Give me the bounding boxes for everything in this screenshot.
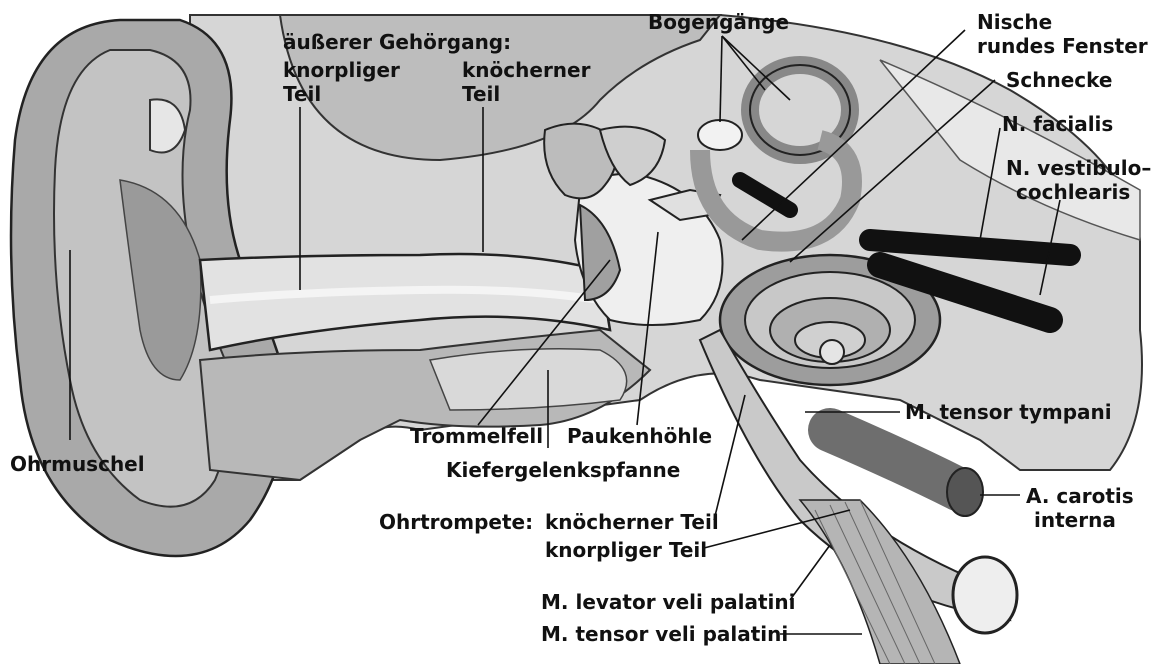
label-n-vestibulo: N. vestibulo– [1006, 156, 1151, 180]
label-schnecke: Schnecke [1006, 68, 1112, 92]
label-cochlearis: cochlearis [1016, 180, 1130, 204]
label-knorpliger-teil: Teil [283, 82, 321, 106]
label-n-facialis: N. facialis [1002, 112, 1113, 136]
label-m-tensor-veli-palatini: M. tensor veli palatini [541, 622, 788, 646]
label-trommelfell: Trommelfell [410, 424, 543, 448]
label-ohrmuschel: Ohrmuschel [10, 452, 145, 476]
label-a-carotis: A. carotis [1026, 484, 1134, 508]
label-bogengaenge: Bogengänge [648, 10, 789, 34]
label-m-levator-veli-palatini: M. levator veli palatini [541, 590, 796, 614]
label-aeusserer-gehoergang: äußerer Gehörgang: [283, 30, 511, 54]
label-ohrtrompete: Ohrtrompete: [379, 510, 533, 534]
label-kiefergelenkspfanne: Kiefergelenkspfanne [446, 458, 680, 482]
label-tube-knorpliger-teil: knorpliger Teil [545, 538, 707, 562]
label-nische: Nische [977, 10, 1052, 34]
label-m-tensor-tympani: M. tensor tympani [905, 400, 1112, 424]
label-knorpliger: knorpliger [283, 58, 400, 82]
label-paukenhoehle: Paukenhöhle [567, 424, 712, 448]
label-rundes-fenster: rundes Fenster [977, 34, 1148, 58]
label-knoecherner-teil: Teil [462, 82, 500, 106]
label-knoecherner: knöcherner [462, 58, 590, 82]
label-tube-knoecherner-teil: knöcherner Teil [545, 510, 719, 534]
label-interna: interna [1034, 508, 1116, 532]
